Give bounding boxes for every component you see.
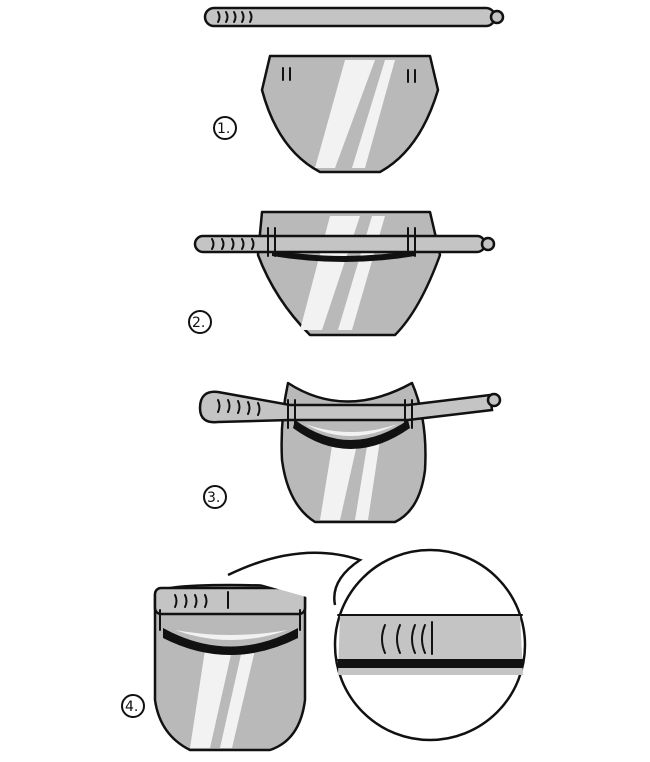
- shield-step-1: [260, 54, 440, 174]
- shield-step-4: [153, 583, 307, 752]
- step-badge-4: 4.: [121, 694, 145, 718]
- strap-step-3: [198, 390, 502, 429]
- step-badge-3: 3.: [203, 485, 227, 509]
- strap-step-1: [203, 6, 505, 28]
- shield-step-2: [256, 210, 442, 337]
- step-label-2: 2.: [192, 315, 205, 331]
- step-label-3: 3.: [207, 490, 220, 506]
- step-label-1: 1.: [217, 121, 230, 137]
- zoom-callout: [227, 548, 527, 742]
- step-badge-1: 1.: [213, 116, 237, 140]
- strap-step-2: [193, 227, 496, 257]
- step-badge-2: 2.: [188, 310, 212, 334]
- step-label-4: 4.: [125, 699, 138, 715]
